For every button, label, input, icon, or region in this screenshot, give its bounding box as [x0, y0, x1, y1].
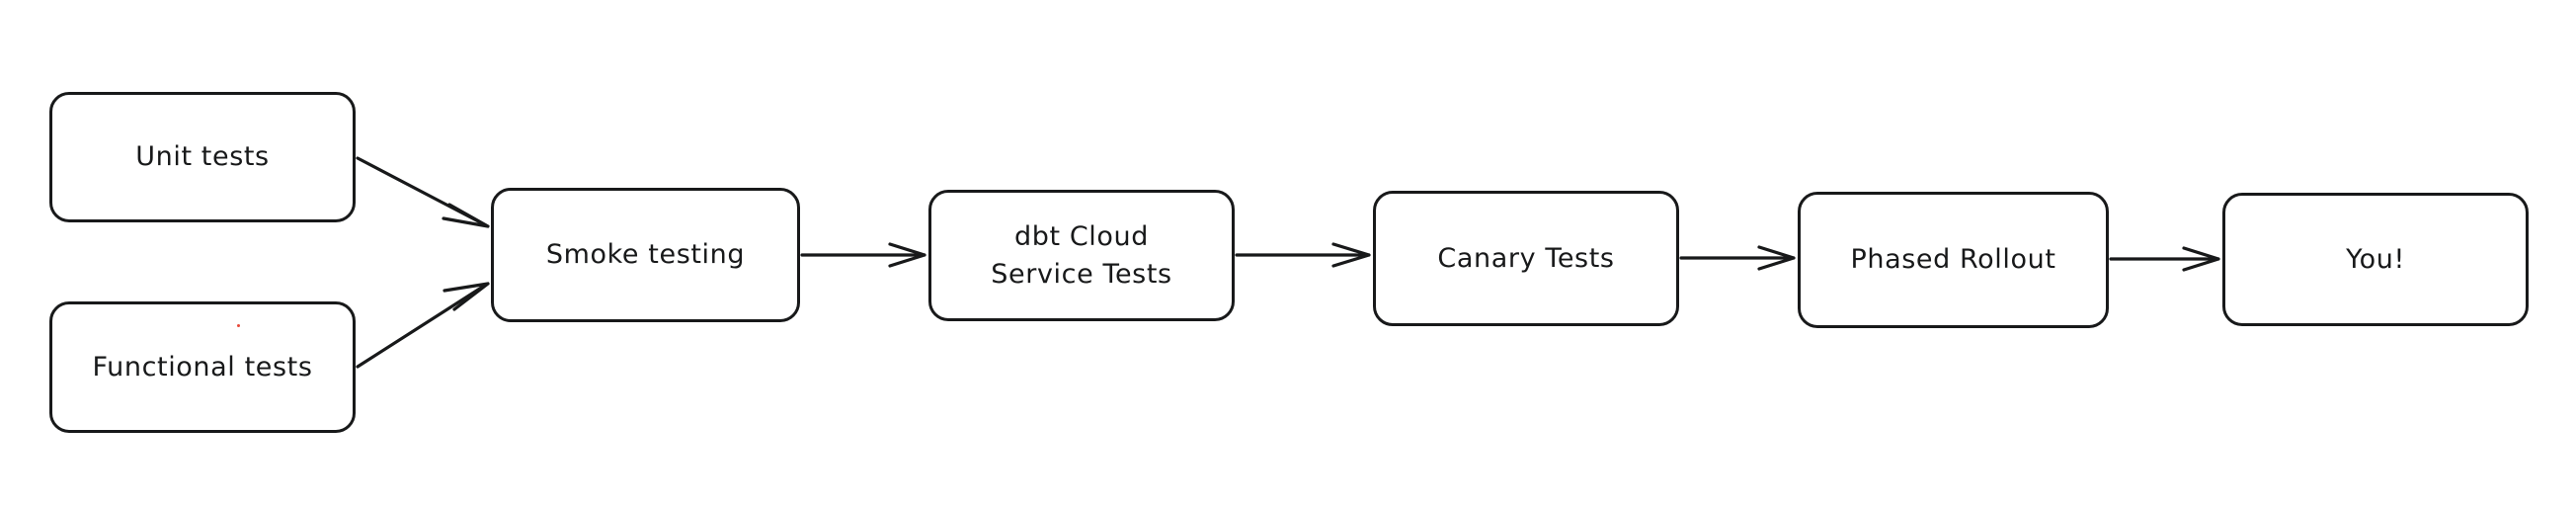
- node-label: dbt Cloud Service Tests: [991, 221, 1172, 290]
- stray-speck: [237, 324, 240, 327]
- node-label: Functional tests: [92, 351, 313, 382]
- node-label: Unit tests: [135, 141, 270, 173]
- edge-canary-to-phased: [1679, 245, 1796, 271]
- edge-unit-to-smoke: [356, 156, 490, 228]
- node-label: Phased Rollout: [1850, 244, 2056, 276]
- node-label: Smoke testing: [545, 239, 746, 271]
- edge-phased-to-you: [2109, 246, 2220, 272]
- edge-smoke-to-dbt: [800, 242, 926, 268]
- node-dbt-cloud-service-tests[interactable]: dbt Cloud Service Tests: [928, 190, 1235, 321]
- node-smoke-testing[interactable]: Smoke testing: [491, 188, 800, 322]
- edge-functional-to-smoke: [356, 282, 490, 369]
- node-functional-tests[interactable]: Functional tests: [49, 301, 356, 433]
- node-label: Canary Tests: [1437, 242, 1615, 274]
- node-you[interactable]: You!: [2222, 193, 2529, 326]
- node-phased-rollout[interactable]: Phased Rollout: [1798, 192, 2109, 328]
- node-unit-tests[interactable]: Unit tests: [49, 92, 356, 222]
- node-canary-tests[interactable]: Canary Tests: [1373, 191, 1679, 326]
- edge-dbt-to-canary: [1235, 242, 1371, 268]
- node-label: You!: [2346, 243, 2405, 275]
